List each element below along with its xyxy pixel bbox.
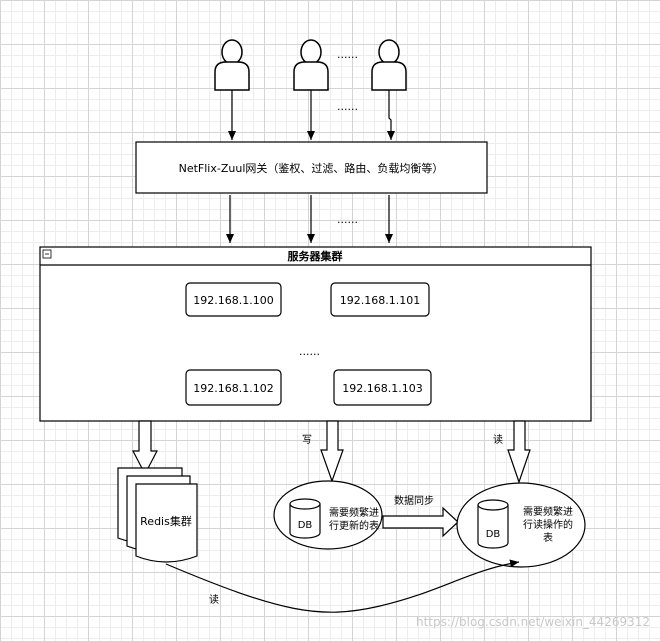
user-icon: [214, 39, 250, 91]
user-icon: [371, 39, 407, 91]
collapse-icon[interactable]: [42, 249, 52, 259]
redis-label: Redis集群: [140, 514, 192, 528]
users-ellipsis-top: ......: [337, 48, 358, 61]
db-label: DB: [298, 520, 313, 531]
db-desc-line: 行读操作的: [523, 518, 573, 531]
db-desc-line: 需要频繁进: [523, 505, 573, 518]
server-node: [333, 369, 432, 406]
gateway-box: [135, 141, 488, 194]
arrow-redis-read: [165, 559, 520, 613]
arrow-user-gateway: [387, 90, 395, 140]
arrow-cluster-redis: [132, 420, 158, 476]
server-ip: 192.168.1.103: [342, 382, 422, 395]
server-node: [330, 282, 430, 317]
gateway-label: NetFlix-Zuul网关（鉴权、过滤、路由、负载均衡等）: [179, 161, 444, 175]
arrow-cluster-db-read: [507, 420, 531, 484]
server-ip: 192.168.1.102: [193, 382, 273, 395]
gateway-ellipsis: ......: [337, 213, 358, 226]
server-node: [185, 282, 282, 317]
server-cluster: [39, 246, 592, 422]
server-ip: 192.168.1.100: [193, 294, 273, 307]
sync-label: 数据同步: [394, 494, 434, 507]
read-label: 读: [209, 593, 219, 606]
db-desc-line: 表: [543, 531, 553, 544]
redis-cluster: [117, 467, 198, 563]
server-node: [185, 369, 282, 406]
server-ip: 192.168.1.101: [340, 294, 420, 307]
user-icon: [293, 39, 329, 91]
users-ellipsis-bottom: ......: [337, 100, 358, 113]
arrow-data-sync: [382, 506, 459, 538]
db-label: DB: [486, 529, 501, 540]
db-desc-line: 行更新的表: [329, 519, 379, 532]
write-label: 写: [302, 434, 312, 446]
read-label: 读: [493, 433, 503, 446]
cluster-ellipsis: ......: [299, 345, 320, 358]
database-icon: [477, 499, 509, 549]
database-icon: [289, 498, 321, 539]
db-desc-line: 需要频繁进: [329, 506, 379, 519]
cluster-title: 服务器集群: [288, 249, 343, 263]
arrow-cluster-db-write: [320, 420, 344, 483]
watermark: https://blog.csdn.net/weixin_44269312: [416, 615, 650, 629]
